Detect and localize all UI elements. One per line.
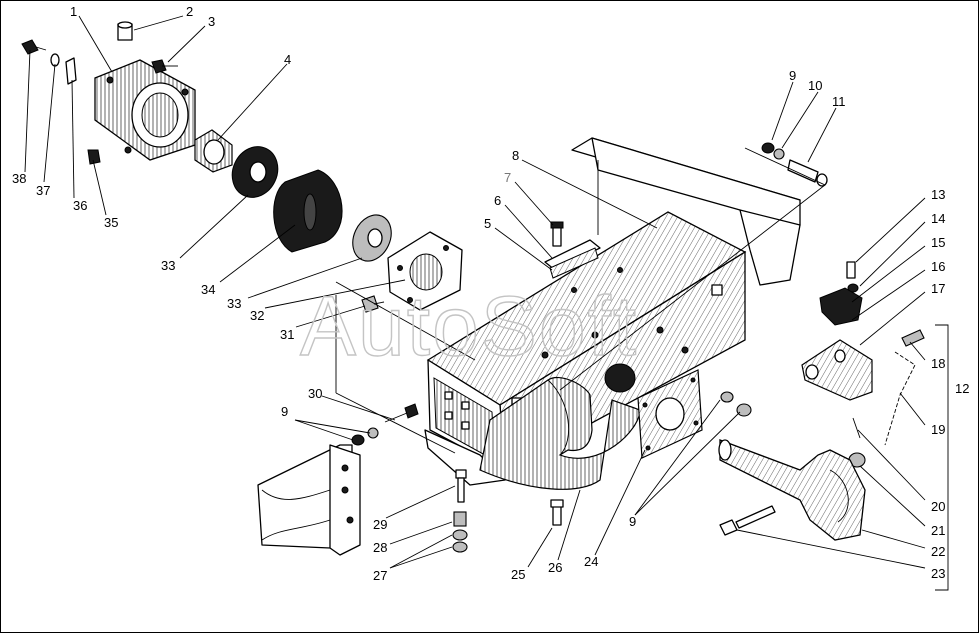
callout-20: 20	[931, 499, 945, 514]
callout-11: 11	[832, 94, 846, 109]
callout-29: 29	[373, 517, 387, 532]
callout-10: 10	[808, 78, 822, 93]
callout-14: 14	[931, 211, 945, 226]
callout-35: 35	[104, 215, 118, 230]
callout-21: 21	[931, 523, 945, 538]
part-33b-washer	[352, 214, 392, 262]
part-9c-nuts	[720, 391, 752, 417]
callout-26: 26	[548, 560, 562, 575]
part-35-grease-nipple	[87, 149, 101, 165]
watermark-text: AutoSoft	[300, 279, 638, 373]
part-20-cotter-pin	[852, 417, 861, 439]
belt-strap	[479, 376, 641, 490]
callout-8: 8	[512, 148, 519, 163]
part-24-mounting-plate	[637, 369, 703, 459]
part-30-bolt	[384, 403, 419, 423]
callout-labels: 1 2 3 4 5 6 7 8 9 10 11 12 13 14 15 16 1…	[12, 4, 969, 583]
part-13-bolt	[846, 261, 856, 279]
callout-33-second: 33	[227, 296, 241, 311]
part-32-flange-cover	[387, 231, 463, 311]
leader-lines	[24, 15, 949, 591]
callout-7: 7	[504, 170, 511, 185]
callout-25: 25	[511, 567, 525, 582]
callout-9-bottom: 9	[629, 514, 636, 529]
cross-member-top-channel	[571, 137, 801, 286]
mounting-bracket-channel	[257, 444, 361, 556]
part-2-nut	[117, 21, 133, 41]
callout-36: 36	[73, 198, 87, 213]
part-3-bolt	[151, 59, 178, 74]
callout-19: 19	[931, 422, 945, 437]
part-16-17-latch-body	[801, 339, 873, 401]
callout-32: 32	[250, 308, 264, 323]
part-36-lock-plate	[65, 57, 77, 85]
part-18-pin	[901, 329, 925, 347]
part-9-10-11-bolt-set	[761, 142, 828, 187]
callout-15: 15	[931, 235, 945, 250]
callout-23: 23	[931, 566, 945, 581]
callout-31: 31	[280, 327, 294, 342]
callout-38: 38	[12, 171, 26, 186]
part-4-bearing	[194, 129, 233, 173]
part-38-bolt	[21, 39, 47, 55]
callout-28: 28	[373, 540, 387, 555]
part-33-washer	[231, 146, 279, 198]
callout-37: 37	[36, 183, 50, 198]
callout-9: 9	[789, 68, 796, 83]
callout-1: 1	[70, 4, 77, 19]
callout-24: 24	[584, 554, 598, 569]
callout-22: 22	[931, 544, 945, 559]
callout-6: 6	[494, 193, 501, 208]
callout-4: 4	[284, 52, 291, 67]
part-9-left-nut	[351, 427, 379, 446]
part-29-bolt	[455, 469, 467, 503]
part-7-bolt	[550, 221, 564, 247]
callout-27: 27	[373, 568, 387, 583]
callout-9-left: 9	[281, 404, 288, 419]
part-25-bolt	[550, 499, 564, 526]
callout-2: 2	[186, 4, 193, 19]
part-14-nut	[847, 283, 859, 293]
part-22-hook	[718, 439, 866, 541]
part-15-clamp	[819, 287, 863, 326]
callout-18: 18	[931, 356, 945, 371]
part-5-washer	[549, 247, 599, 279]
callout-3: 3	[208, 14, 215, 29]
part-34-rubber-bushing	[273, 169, 343, 253]
callout-13: 13	[931, 187, 945, 202]
part-23-bolt	[719, 505, 776, 536]
callout-30: 30	[308, 386, 322, 401]
part-19-chain	[884, 351, 916, 446]
callout-33: 33	[161, 258, 175, 273]
callout-34: 34	[201, 282, 215, 297]
part-27-nuts	[452, 529, 468, 553]
callout-17: 17	[931, 281, 945, 296]
callout-12: 12	[955, 381, 969, 396]
callout-5: 5	[484, 216, 491, 231]
part-31-grease-fitting	[361, 295, 385, 313]
callout-16: 16	[931, 259, 945, 274]
part-28-spacer	[453, 511, 467, 527]
part-1-flange-housing	[94, 59, 196, 161]
